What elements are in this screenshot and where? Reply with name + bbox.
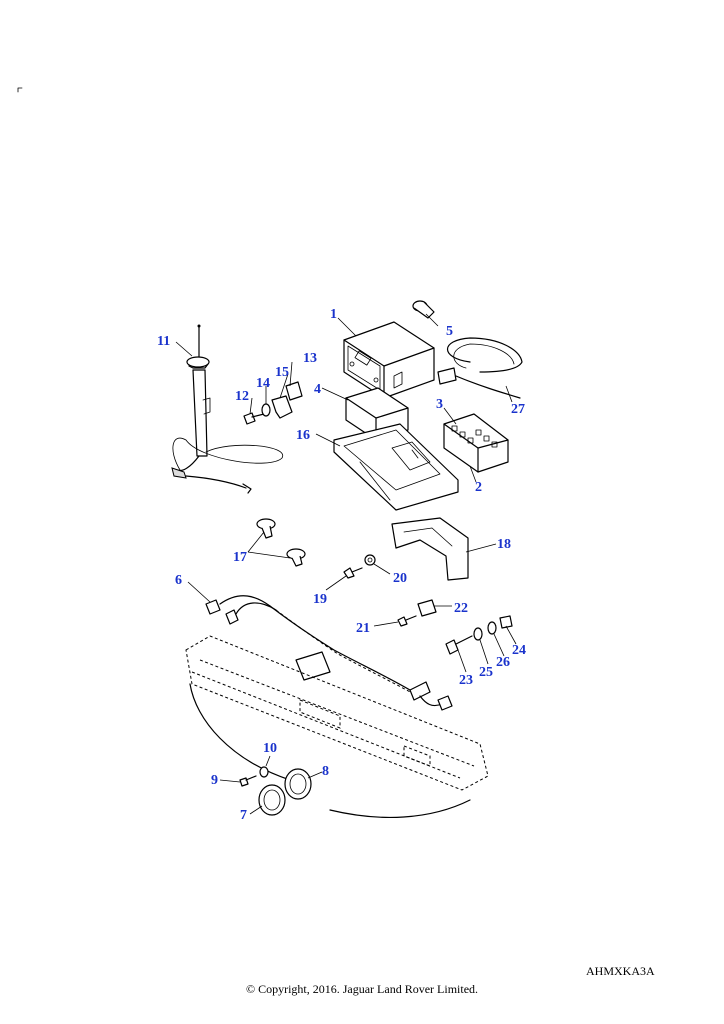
callout-19: 19 <box>313 592 327 607</box>
radio-unit-part <box>343 321 435 399</box>
corner-mark <box>17 87 23 93</box>
aerial-mast-part <box>171 324 283 494</box>
callout-2: 2 <box>475 480 482 495</box>
callout-24: 24 <box>512 643 526 658</box>
callout-4: 4 <box>314 382 321 397</box>
callout-10: 10 <box>263 741 277 756</box>
callout-14: 14 <box>256 376 270 391</box>
callout-5: 5 <box>446 324 453 339</box>
callout-20: 20 <box>393 571 407 586</box>
callout-16: 16 <box>296 428 310 443</box>
wiring-harness-part <box>205 595 453 711</box>
harness-lead-part <box>437 337 523 399</box>
callout-21: 21 <box>356 621 370 636</box>
screw-washer-part <box>343 554 376 579</box>
screw-clip-part <box>397 599 437 627</box>
diagram-reference-code: AHMXKA3A <box>586 964 655 978</box>
callout-23: 23 <box>459 673 473 688</box>
callout-8: 8 <box>322 764 329 779</box>
leader-lines <box>175 313 517 815</box>
callout-27: 27 <box>511 402 525 417</box>
callout-26: 26 <box>496 655 510 670</box>
callout-3: 3 <box>436 397 443 412</box>
callout-22: 22 <box>454 601 468 616</box>
callout-1: 1 <box>330 307 337 322</box>
bumper-outline <box>185 635 489 819</box>
plug-part <box>412 300 435 319</box>
console-housing-part <box>333 423 459 511</box>
bracket-part <box>391 517 469 581</box>
callout-17: 17 <box>233 550 247 565</box>
copyright-notice: © Copyright, 2016. Jaguar Land Rover Lim… <box>245 982 479 996</box>
callout-12: 12 <box>235 389 249 404</box>
callout-9: 9 <box>211 773 218 788</box>
push-clips-part <box>256 518 306 567</box>
callout-labels: 1 2 3 4 5 6 7 8 9 10 11 12 13 14 15 16 1… <box>157 307 526 823</box>
callout-25: 25 <box>479 665 493 680</box>
switch-pack-part <box>443 413 509 473</box>
callout-15: 15 <box>275 365 289 380</box>
aerial-fixings <box>243 381 303 425</box>
lower-fixings-part <box>239 766 312 816</box>
bolt-fixings-part <box>445 615 513 655</box>
callout-7: 7 <box>240 808 247 823</box>
callout-18: 18 <box>497 537 511 552</box>
callout-6: 6 <box>175 573 182 588</box>
callout-13: 13 <box>303 351 317 366</box>
callout-11: 11 <box>157 334 170 349</box>
